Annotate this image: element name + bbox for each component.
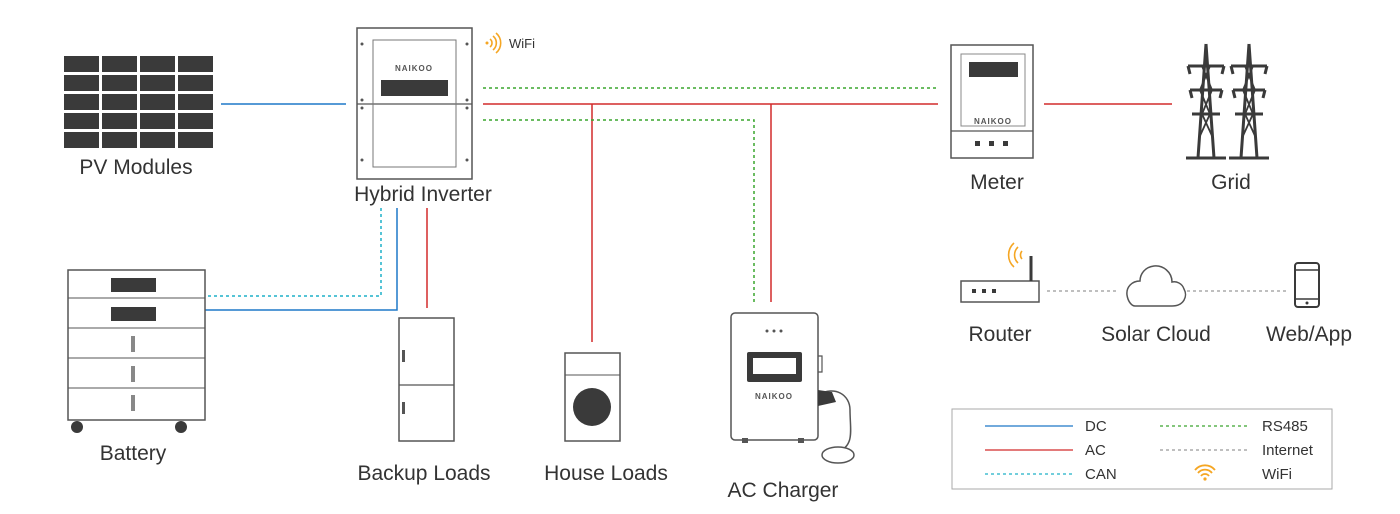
pv-cell: [178, 94, 213, 110]
grid-label: Grid: [1211, 171, 1251, 194]
meter-label: Meter: [970, 171, 1024, 194]
legend-label: Internet: [1262, 442, 1314, 459]
router: Router: [960, 242, 1040, 346]
legend-item-internet: Internet: [1160, 442, 1314, 459]
pv-cell: [178, 113, 213, 129]
legend-label: AC: [1085, 442, 1106, 459]
pv-cell: [64, 94, 99, 110]
pv-cell: [64, 113, 99, 129]
pv-cell: [64, 56, 99, 72]
inverter-brand: NAIKOO: [395, 64, 433, 73]
inverter-wifi-label: WiFi: [509, 36, 535, 51]
legend-label: RS485: [1262, 418, 1308, 435]
router-wifi-icon: [1007, 242, 1023, 268]
pv-cell: [102, 75, 137, 91]
router-label: Router: [968, 323, 1031, 346]
dc-line-inverter-battery: [205, 208, 398, 311]
pv-modules: PV Modules: [64, 56, 213, 179]
battery: Battery: [67, 269, 206, 465]
web-app-label: Web/App: [1266, 323, 1352, 346]
pv-cell: [178, 132, 213, 148]
wifi-icon: [485, 32, 502, 54]
hybrid-inverter-label: Hybrid Inverter: [354, 183, 492, 206]
pv-cell: [102, 113, 137, 129]
house-loads-label: House Loads: [544, 462, 668, 485]
meter-brand: NAIKOO: [974, 117, 1012, 126]
inverter-display: [381, 80, 448, 96]
pv-cell: [102, 94, 137, 110]
can-line-inverter-battery: [205, 208, 382, 297]
pv-cell: [140, 94, 175, 110]
house-loads: House Loads: [544, 352, 668, 485]
rs485-line-inverter-charger: [483, 119, 755, 302]
pv-cell: [102, 56, 137, 72]
pv-cell: [178, 56, 213, 72]
legend-label: WiFi: [1262, 466, 1292, 483]
pv-cell: [140, 132, 175, 148]
ac-charger-label: AC Charger: [728, 479, 839, 502]
wifi-icon: [1194, 464, 1216, 481]
pv-cell: [64, 132, 99, 148]
solar-cloud-label: Solar Cloud: [1101, 323, 1211, 346]
pv-cell: [140, 56, 175, 72]
pv-cell: [140, 113, 175, 129]
legend-item-wifi: WiFi: [1194, 464, 1292, 483]
pv-cell: [140, 75, 175, 91]
legend-label: DC: [1085, 418, 1107, 435]
backup-loads-label: Backup Loads: [357, 462, 490, 485]
grid-pylons: Grid: [1186, 43, 1269, 194]
legend-item-can: CAN: [985, 466, 1117, 483]
connections: [205, 87, 1288, 342]
legend-item-ac: AC: [985, 442, 1106, 459]
battery-label: Battery: [100, 442, 167, 465]
legend-item-dc: DC: [985, 418, 1107, 435]
meter: NAIKOO Meter: [950, 44, 1034, 194]
pv-cell: [178, 75, 213, 91]
hybrid-inverter: NAIKOO WiFi Hybrid Inverter: [354, 27, 535, 206]
pv-modules-label: PV Modules: [79, 156, 192, 179]
solar-cloud: Solar Cloud: [1101, 265, 1211, 346]
charger-brand: NAIKOO: [755, 392, 793, 401]
legend-item-rs485: RS485: [1160, 418, 1308, 435]
pv-cell: [64, 75, 99, 91]
legend-label: CAN: [1085, 466, 1117, 483]
backup-loads: Backup Loads: [357, 317, 491, 485]
ac-charger: NAIKOO AC Charger: [728, 312, 855, 502]
pv-cell: [102, 132, 137, 148]
web-app: Web/App: [1266, 262, 1352, 346]
